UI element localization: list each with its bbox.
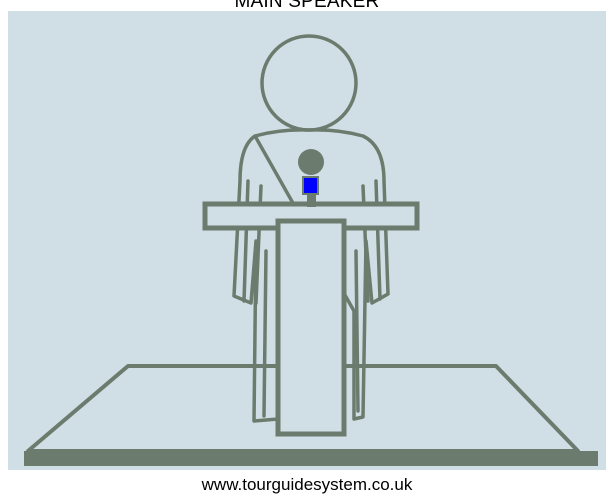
microphone-icon xyxy=(298,149,324,207)
right-arm-line xyxy=(376,181,380,299)
person-head xyxy=(262,36,356,130)
left-arm-line xyxy=(244,181,248,301)
robe-fold-left xyxy=(264,251,266,416)
website-caption: www.tourguidesystem.co.uk xyxy=(0,475,614,495)
speaker-illustration xyxy=(8,11,606,470)
robe-fold-right xyxy=(356,251,358,411)
illustration-panel xyxy=(8,11,606,470)
